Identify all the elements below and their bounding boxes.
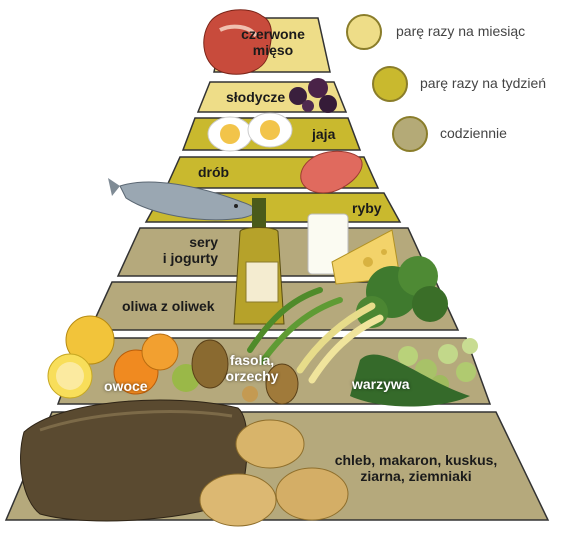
label-fruits: owoce bbox=[104, 378, 148, 394]
label-fish: ryby bbox=[352, 200, 382, 216]
legend-daily-label: codziennie bbox=[440, 125, 507, 141]
legend-daily-swatch bbox=[392, 116, 428, 152]
legend-weekly: parę razy na tydzień bbox=[372, 66, 564, 106]
label-olive-oil: oliwa z oliwek bbox=[122, 298, 215, 314]
legend-monthly: parę razy na miesiąc bbox=[346, 14, 556, 54]
label-dairy: sery i jogurty bbox=[148, 234, 218, 266]
label-legumes: fasola, orzechy bbox=[222, 352, 282, 384]
label-grains: chleb, makaron, kuskus, ziarna, ziemniak… bbox=[324, 452, 508, 484]
label-sweets: słodycze bbox=[226, 89, 285, 105]
plums-image bbox=[289, 78, 337, 113]
eggs-image bbox=[208, 113, 292, 151]
label-eggs: jaja bbox=[312, 126, 335, 142]
legend-monthly-label: parę razy na miesiąc bbox=[396, 23, 525, 39]
brussels-sprouts-image bbox=[350, 338, 478, 407]
label-poultry: drób bbox=[198, 164, 229, 180]
legend-weekly-swatch bbox=[372, 66, 408, 102]
fish-image bbox=[108, 178, 256, 220]
legend-daily: codziennie bbox=[392, 116, 552, 156]
label-vegetables: warzywa bbox=[352, 376, 410, 392]
legend-weekly-label: parę razy na tydzień bbox=[420, 75, 546, 91]
legend-monthly-swatch bbox=[346, 14, 382, 50]
label-red-meat: czerwone mięso bbox=[240, 26, 306, 58]
poultry-image bbox=[301, 151, 362, 193]
